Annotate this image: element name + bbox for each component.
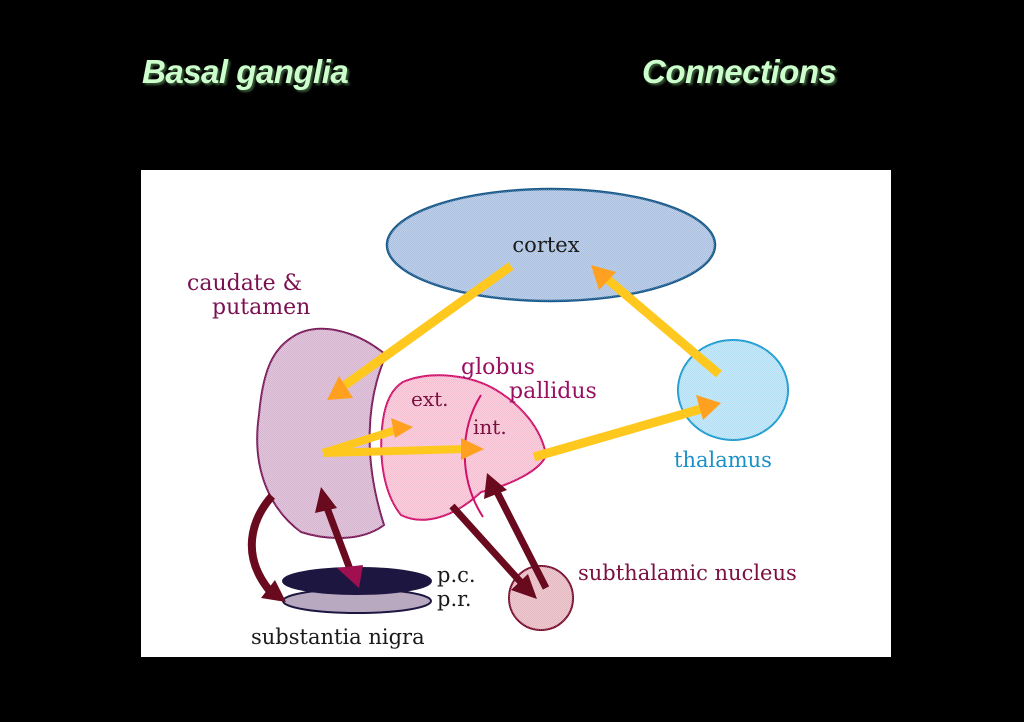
sn-pr-label: p.r. [437, 587, 472, 611]
slide-title-left: Basal ganglia [142, 53, 349, 90]
caudate-putamen-structure: caudate & putamen [187, 271, 388, 539]
thalamus-structure: thalamus [674, 339, 789, 472]
arrowhead-sn-pc-to-striatum [315, 487, 337, 513]
arrowhead-striatum-to-gp-ext [391, 418, 413, 438]
substantia-nigra-label: substantia nigra [251, 625, 425, 649]
cortex-label: cortex [512, 233, 579, 257]
caudate-putamen-label-line2: putamen [212, 295, 310, 320]
diagram-canvas: cortex caudate & putamen globus pallidus… [187, 187, 797, 649]
arrowhead-stn-to-gp-int [484, 473, 507, 499]
slide-title-right: Connections [642, 53, 837, 90]
subthalamic-nucleus-label: subthalamic nucleus [578, 561, 797, 585]
arrow-stn-to-gp-int [492, 488, 550, 590]
arrowhead-gp-ext-to-stn [511, 574, 537, 599]
globus-pallidus-label-line1: globus [461, 355, 535, 380]
globus-pallidus-label-line2: pallidus [509, 379, 597, 404]
arrow-gp-ext-to-stn [449, 503, 529, 591]
caudate-putamen-label-line1: caudate & [187, 271, 302, 296]
basal-ganglia-diagram: cortex caudate & putamen globus pallidus… [141, 170, 891, 657]
arrowhead-striatum-to-sn-pr [261, 580, 286, 602]
cortex-texture [387, 189, 715, 301]
subthalamic-nucleus-structure: subthalamic nucleus [508, 561, 797, 631]
arrowhead-gp-int-to-thalamus [696, 395, 721, 420]
arrow-striatum-to-sn-pr [247, 493, 276, 593]
thalamus-label: thalamus [674, 448, 772, 472]
arrowhead-striatum-to-gp-int [461, 438, 484, 460]
other-pathways [247, 473, 550, 602]
arrowhead-sn-pc-marker [337, 565, 363, 588]
excitatory-pathways [321, 262, 722, 462]
arrowhead-cortex-to-striatum [327, 376, 353, 400]
sn-pc-label: p.c. [437, 563, 476, 587]
arrow-gp-int-to-thalamus [532, 404, 703, 462]
arrow-thalamus-to-cortex [603, 274, 722, 378]
arrow-cortex-to-striatum [338, 262, 514, 392]
gp-external-label: ext. [411, 387, 449, 411]
gp-internal-label: int. [473, 415, 507, 439]
arrowhead-thalamus-to-cortex [591, 265, 616, 290]
arrow-striatum-to-gp-int [322, 445, 467, 457]
arrow-sn-pc-to-striatum [322, 503, 355, 574]
cortex-structure: cortex [385, 187, 717, 303]
substantia-nigra-structure: p.c. p.r. substantia nigra [251, 563, 476, 649]
